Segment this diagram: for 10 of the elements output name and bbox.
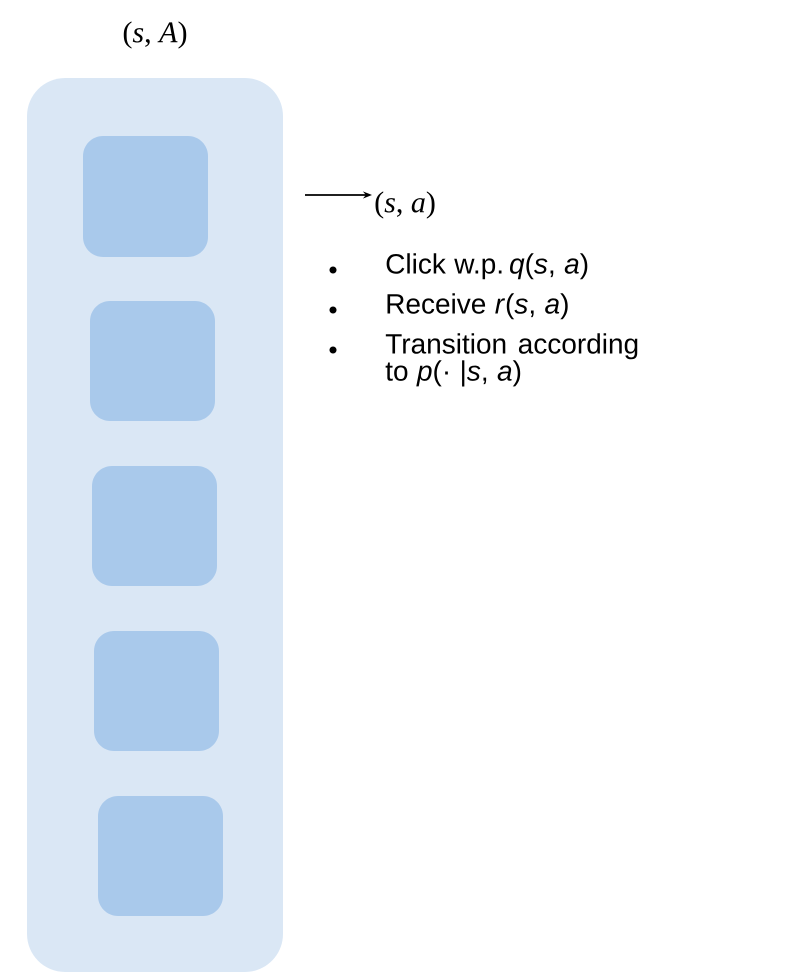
heading: (s, A) (124, 21, 186, 49)
bullet-item: Transition according to p(· |s, a) (330, 333, 638, 387)
rounded-box (83, 136, 208, 257)
rounded-box (98, 796, 223, 916)
rounded-box (94, 631, 219, 751)
bullet-item: Receive r(s, a) (330, 293, 568, 320)
rounded-box (90, 301, 215, 421)
rounded-box (92, 466, 217, 586)
bullet-item: Click w.p. q(s, a) (330, 253, 588, 280)
math-label: (s, a) (376, 191, 435, 219)
